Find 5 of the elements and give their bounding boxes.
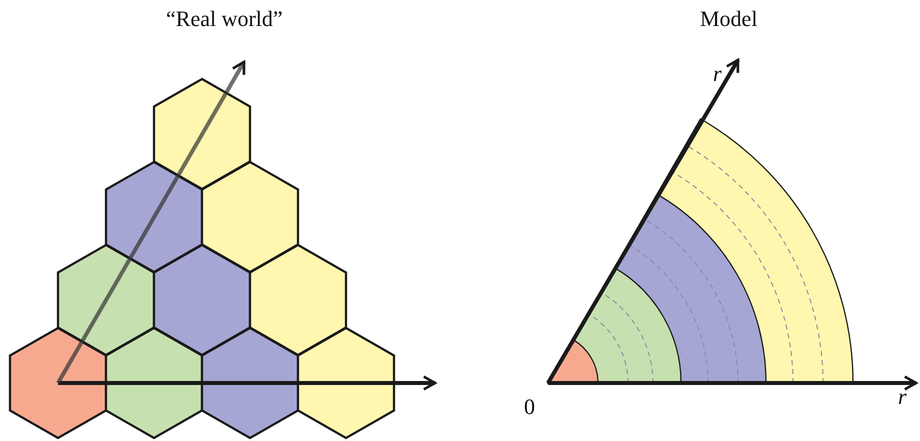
panel-title: Model [700, 8, 758, 30]
axis-label: r [898, 386, 907, 408]
axis-label: r [713, 63, 722, 85]
origin-label: 0 [524, 396, 535, 418]
panel-title: “Real world” [166, 8, 283, 30]
